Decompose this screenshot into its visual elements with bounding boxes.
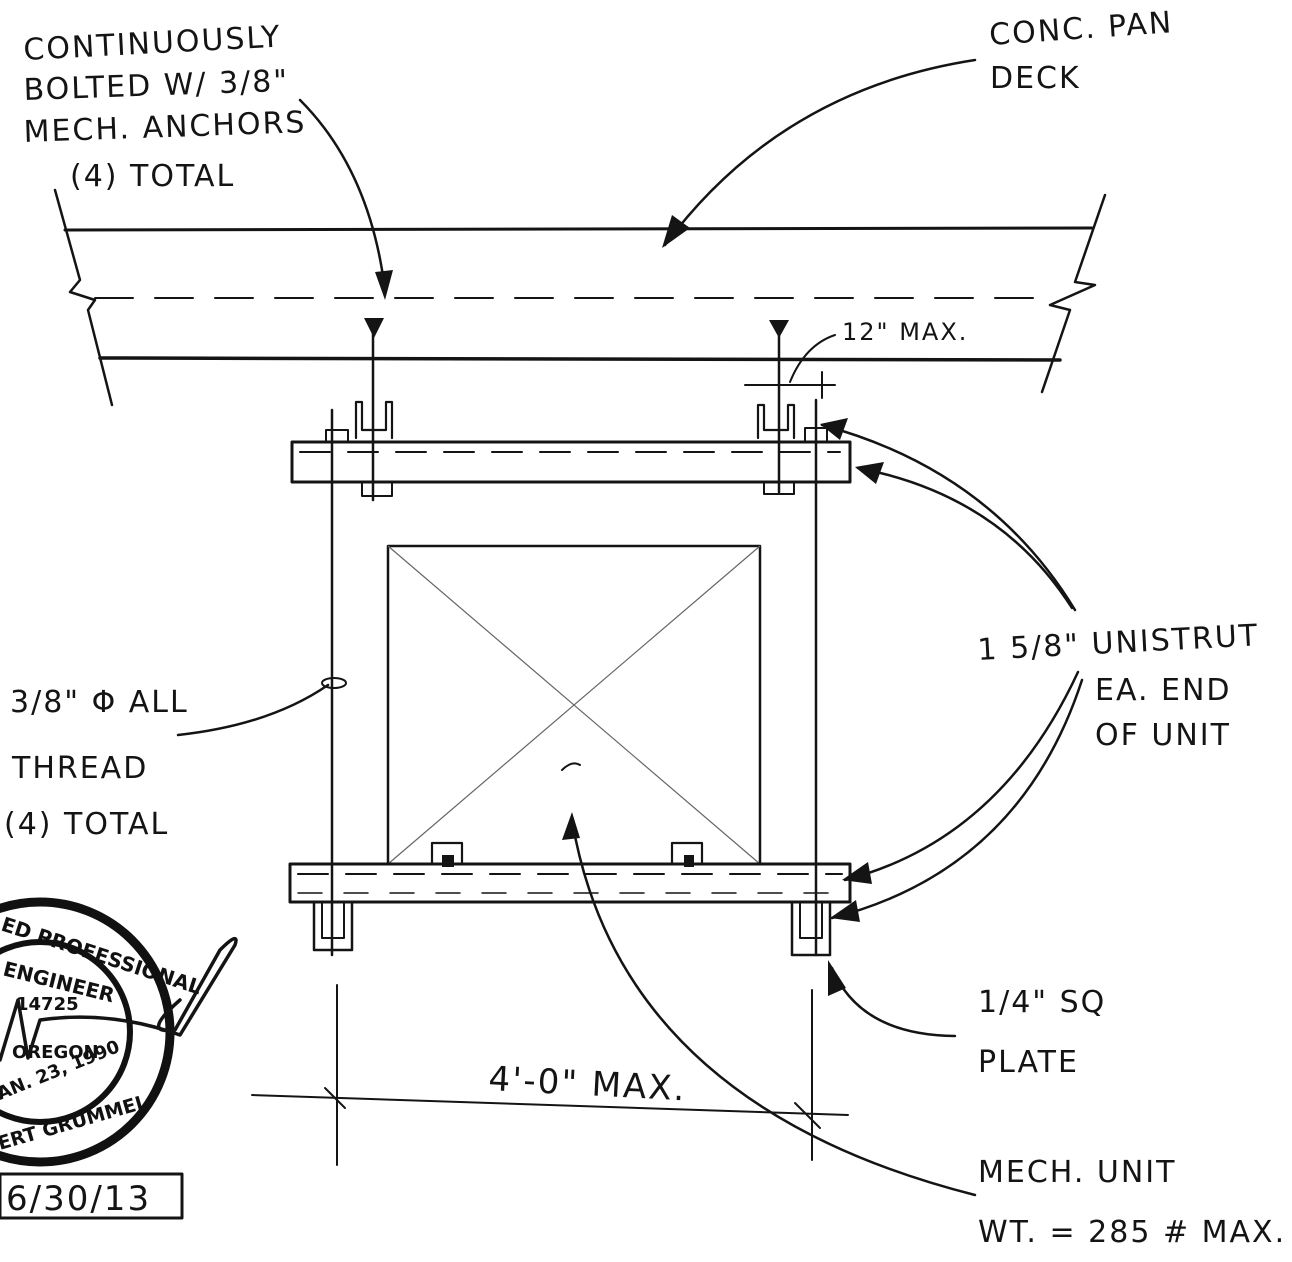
label-unistrut-3: OF UNIT (1095, 718, 1231, 753)
concrete-pan-deck (53, 188, 1107, 407)
upper-unistrut (290, 400, 852, 497)
label-deck-1: CONC. PAN (988, 5, 1174, 53)
engineer-seal: ED PROFESSIONAL ENGINEER 14725 OREGON AN… (0, 897, 238, 1220)
seal-state: OREGON (12, 1042, 99, 1063)
label-bolted-1: CONTINUOUSLY (23, 20, 283, 68)
label-bolted-2: BOLTED W/ 3/8" (23, 64, 290, 108)
label-unit-1: MECH. UNIT (978, 1155, 1176, 1190)
all-thread-rods (321, 318, 818, 957)
leader-lines (176, 58, 1084, 1197)
label-thread-3: (4) TOTAL (4, 807, 169, 842)
label-unistrut-1: 1 5/8" UNISTRUT (977, 618, 1260, 668)
label-plate-1: 1/4" SQ (978, 985, 1106, 1020)
label-plate-2: PLATE (978, 1045, 1079, 1080)
lower-unistrut (288, 862, 852, 957)
label-12-max: 12" MAX. (842, 318, 968, 346)
label-thread-2: THREAD (11, 751, 148, 786)
four-foot-max-dimension (251, 984, 849, 1166)
label-bolted-4: (4) TOTAL (70, 159, 235, 194)
label-span: 4'-0" MAX. (488, 1059, 688, 1109)
label-thread-1: 3/8" Φ ALL (10, 685, 189, 720)
twelve-inch-max-dimension (744, 334, 836, 399)
seal-signed-date: 6/30/13 (6, 1179, 151, 1219)
label-unit-2: WT. = 285 # MAX. (978, 1215, 1286, 1250)
label-unistrut-2: EA. END (1095, 673, 1232, 708)
seal-number: 14725 (16, 994, 79, 1015)
label-deck-2: DECK (990, 61, 1081, 96)
signature-scribble (0, 936, 238, 1062)
label-bolted-3: MECH. ANCHORS (23, 105, 307, 150)
callout-labels: CONTINUOUSLY BOLTED W/ 3/8" MECH. ANCHOR… (4, 5, 1286, 1250)
